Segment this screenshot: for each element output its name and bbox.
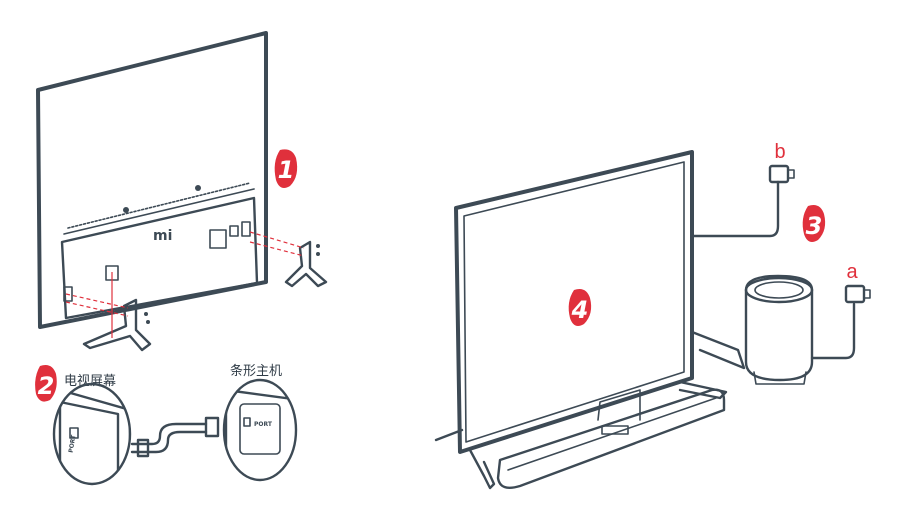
alignment-guides xyxy=(65,231,305,338)
svg-text:3: 3 xyxy=(806,212,823,240)
step-1-badge: 1 xyxy=(274,149,298,188)
step-3-badge: 3 xyxy=(802,205,826,242)
svg-text:1: 1 xyxy=(278,156,295,184)
subwoofer xyxy=(744,274,814,385)
left-stand-foot xyxy=(82,298,152,352)
step-2-badge: 2 xyxy=(35,365,57,402)
svg-text:4: 4 xyxy=(571,296,589,324)
svg-text:2: 2 xyxy=(38,372,55,400)
svg-text:PORT: PORT xyxy=(254,421,273,428)
plug-b-label: b xyxy=(774,141,785,163)
soundbar-port-detail: PORT xyxy=(222,378,298,482)
step-4-badge: 4 xyxy=(568,289,592,326)
tv-port-detail: PORT xyxy=(52,382,132,486)
tv-power-cable xyxy=(692,164,795,238)
tv-screen-label: 电视屏幕 xyxy=(64,374,116,389)
svg-text:PORT: PORT xyxy=(68,434,78,454)
subwoofer-power-cable xyxy=(810,284,871,360)
connection-cable xyxy=(130,416,220,458)
soundbar-bar xyxy=(496,388,726,489)
brand-logo: mi xyxy=(153,228,172,244)
tv-back-view: mi xyxy=(36,31,268,329)
right-stand-foot xyxy=(284,240,328,288)
plug-a-label: a xyxy=(846,261,858,283)
tv-front-view xyxy=(434,150,746,490)
soundbar-host-label: 条形主机 xyxy=(230,363,282,379)
